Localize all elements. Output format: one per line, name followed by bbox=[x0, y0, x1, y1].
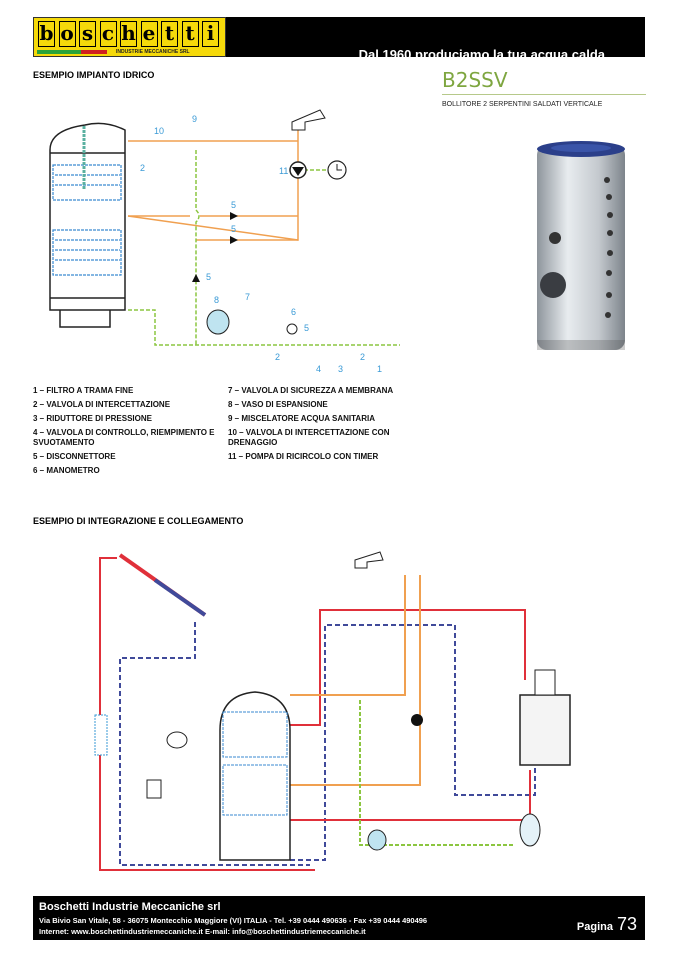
svg-text:2: 2 bbox=[360, 352, 365, 362]
svg-text:2: 2 bbox=[140, 163, 145, 173]
svg-text:3: 3 bbox=[338, 364, 343, 374]
boiler-product-image bbox=[537, 141, 625, 350]
svg-text:6: 6 bbox=[291, 307, 296, 317]
svg-text:7: 7 bbox=[245, 292, 250, 302]
section-title-impianto: ESEMPIO IMPIANTO IDRICO bbox=[33, 70, 155, 80]
svg-text:2: 2 bbox=[275, 352, 280, 362]
svg-text:4: 4 bbox=[316, 364, 321, 374]
svg-text:10: 10 bbox=[154, 126, 164, 136]
svg-text:11: 11 bbox=[279, 166, 288, 176]
footer-contacts: Internet: www.boschettindustriemeccanich… bbox=[39, 927, 366, 936]
svg-text:5: 5 bbox=[231, 200, 236, 210]
legend-left: 1 – FILTRO A TRAMA FINE 2 – VALVOLA DI I… bbox=[33, 386, 223, 476]
logo-letter: s bbox=[79, 21, 96, 47]
legend-item: 6 – MANOMETRO bbox=[33, 466, 100, 475]
svg-text:5: 5 bbox=[304, 323, 309, 333]
logo-flag-stripe bbox=[37, 50, 81, 54]
logo-letter: e bbox=[140, 21, 158, 47]
footer: Boschetti Industrie Meccaniche srl Via B… bbox=[33, 896, 645, 940]
legend-item: 2 – VALVOLA DI INTERCETTAZIONE bbox=[33, 400, 171, 409]
logo-letter: b bbox=[38, 21, 55, 47]
tagline: Dal 1960 produciamo la tua acqua calda bbox=[358, 47, 605, 62]
water-system-diagram: 10 9 2 11 5 5 5 8 7 6 5 2 4 3 2 1 bbox=[49, 109, 400, 374]
legend-item: 8 – VASO DI ESPANSIONE bbox=[228, 400, 328, 409]
legend-item: 5 – DISCONNETTORE bbox=[33, 452, 116, 461]
logo-letter: o bbox=[58, 21, 76, 47]
legend-item: 4 – VALVOLA DI CONTROLLO, RIEMPIMENTO E … bbox=[33, 428, 215, 447]
svg-text:8: 8 bbox=[214, 295, 219, 305]
legend-right: 7 – VALVOLA DI SICUREZZA A MEMBRANA 8 – … bbox=[228, 386, 408, 462]
footer-address: Via Bivio San Vitale, 58 - 36075 Montecc… bbox=[39, 916, 428, 925]
logo-letter: t bbox=[181, 21, 199, 47]
svg-text:1: 1 bbox=[377, 364, 382, 374]
logo-flag-stripe bbox=[81, 50, 107, 54]
integration-diagram bbox=[94, 551, 571, 871]
product-model: B2SSV bbox=[442, 68, 508, 92]
footer-company: Boschetti Industrie Meccaniche srl bbox=[39, 901, 221, 913]
legend-item: 9 – MISCELATORE ACQUA SANITARIA bbox=[228, 414, 375, 423]
divider bbox=[442, 94, 646, 95]
logo-subtitle: INDUSTRIE MECCANICHE SRL bbox=[116, 49, 190, 55]
product-subtitle: BOLLITORE 2 SERPENTINI SALDATI VERTICALE bbox=[442, 101, 603, 108]
logo-letter: h bbox=[120, 21, 137, 47]
logo-letter: t bbox=[161, 21, 178, 47]
section-title-integrazione: ESEMPIO DI INTEGRAZIONE E COLLEGAMENTO bbox=[33, 516, 244, 526]
svg-text:9: 9 bbox=[192, 114, 197, 124]
svg-text:5: 5 bbox=[206, 272, 211, 282]
logo-letter: i bbox=[202, 21, 219, 47]
legend-item: 7 – VALVOLA DI SICUREZZA A MEMBRANA bbox=[228, 386, 394, 395]
legend-item: 3 – RIDUTTORE DI PRESSIONE bbox=[33, 414, 152, 423]
legend-item: 11 – POMPA DI RICIRCOLO CON TIMER bbox=[228, 452, 379, 461]
logo-letter: c bbox=[99, 21, 117, 47]
svg-text:5: 5 bbox=[231, 224, 236, 234]
legend-item: 10 – VALVOLA DI INTERCETTAZIONE CON DREN… bbox=[228, 428, 390, 447]
legend-item: 1 – FILTRO A TRAMA FINE bbox=[33, 386, 134, 395]
